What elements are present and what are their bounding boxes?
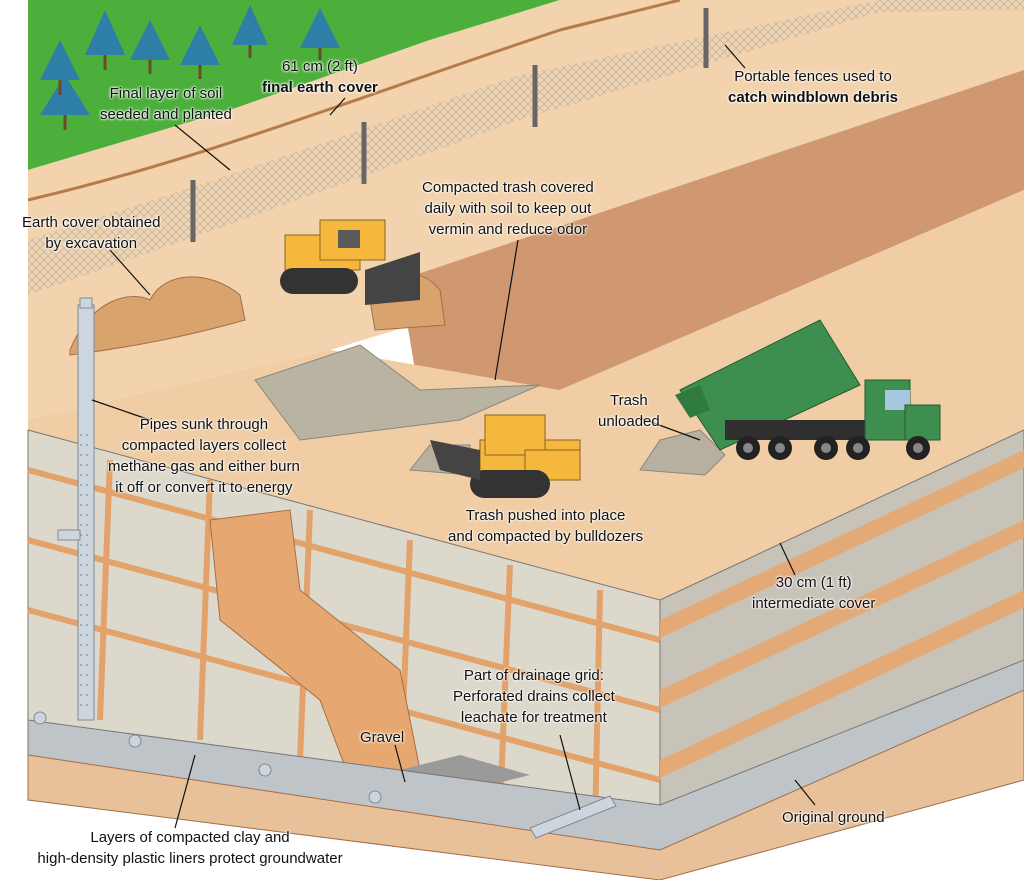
trash-pushed-line1: Trash pushed into place (465, 507, 626, 524)
drainage-line1: Part of drainage grid: (463, 667, 604, 684)
working-face-surface (28, 190, 1024, 600)
label-fences: Portable fences used to catch windblown … (728, 66, 898, 108)
trash-pile (639, 429, 726, 476)
final-cover-name: final earth cover (262, 79, 378, 96)
final-soil-line2: seeded and planted (100, 106, 232, 123)
leader-lines (91, 44, 816, 829)
intermediate-line2: intermediate cover (752, 595, 876, 612)
liners-line2: high-density plastic liners protect grou… (37, 850, 343, 867)
soil-mound (69, 276, 246, 356)
fences-line1: Portable fences used to (734, 68, 892, 85)
side-cover-layers (660, 450, 1024, 778)
intermediate-line1: 30 cm (1 ft) (775, 574, 852, 591)
final-cover-edge (27, 0, 681, 202)
final-cover-thickness: 61 cm (2 ft) (282, 58, 358, 75)
dump-truck (675, 319, 941, 460)
compacted-line1: Compacted trash covered (422, 179, 594, 196)
label-trash-unloaded: Trash unloaded (598, 390, 660, 432)
pipes-line4: it off or convert it to energy (115, 479, 293, 496)
drainage-line3: leachate for treatment (460, 709, 607, 726)
earth-cover-line2: by excavation (45, 235, 138, 252)
bulldozer-top (280, 219, 420, 305)
compacted-trash (254, 344, 541, 441)
label-pipes: Pipes sunk through compacted layers coll… (108, 414, 300, 498)
label-gravel: Gravel (360, 727, 404, 748)
drainage-line2: Perforated drains collect (453, 688, 615, 705)
pipes-line1: Pipes sunk through (139, 416, 269, 433)
label-trash-pushed: Trash pushed into place and compacted by… (448, 505, 643, 547)
label-intermediate-cover: 30 cm (1 ft) intermediate cover (752, 572, 875, 614)
drain-pipes (33, 711, 617, 839)
liners-line1: Layers of compacted clay and (90, 829, 290, 846)
label-liners: Layers of compacted clay and high-densit… (0, 827, 380, 869)
original-ground-text: Original ground (782, 809, 885, 826)
label-final-soil: Final layer of soil seeded and planted (100, 83, 232, 125)
methane-pipe (57, 297, 95, 721)
original-ground (27, 689, 1024, 880)
final-cover-surface (28, 0, 1024, 420)
fences-line2: catch windblown debris (728, 89, 899, 106)
label-earth-cover: Earth cover obtained by excavation (22, 212, 160, 254)
earth-cover-line1: Earth cover obtained (22, 214, 161, 231)
compacted-line2: daily with soil to keep out (424, 200, 592, 217)
bulldozer-bottom (430, 414, 581, 498)
label-final-cover: 61 cm (2 ft) final earth cover (262, 56, 378, 98)
label-drainage: Part of drainage grid: Perforated drains… (453, 665, 615, 728)
trash-unloaded-line1: Trash (609, 392, 648, 409)
tree-cluster (40, 5, 340, 130)
pipes-line2: compacted layers collect (121, 437, 287, 454)
fence-posts (190, 8, 709, 242)
pipes-line3: methane gas and either burn (108, 458, 300, 475)
label-compacted-trash: Compacted trash covered daily with soil … (422, 177, 594, 240)
compacted-line3: vermin and reduce odor (428, 221, 588, 238)
gravel-text: Gravel (360, 729, 405, 746)
label-original-ground: Original ground (782, 807, 885, 828)
trash-unloaded-line2: unloaded (598, 413, 660, 430)
final-soil-line1: Final layer of soil (109, 85, 223, 102)
trash-pushed-line2: and compacted by bulldozers (448, 528, 644, 545)
excavated-strip (400, 70, 1024, 400)
